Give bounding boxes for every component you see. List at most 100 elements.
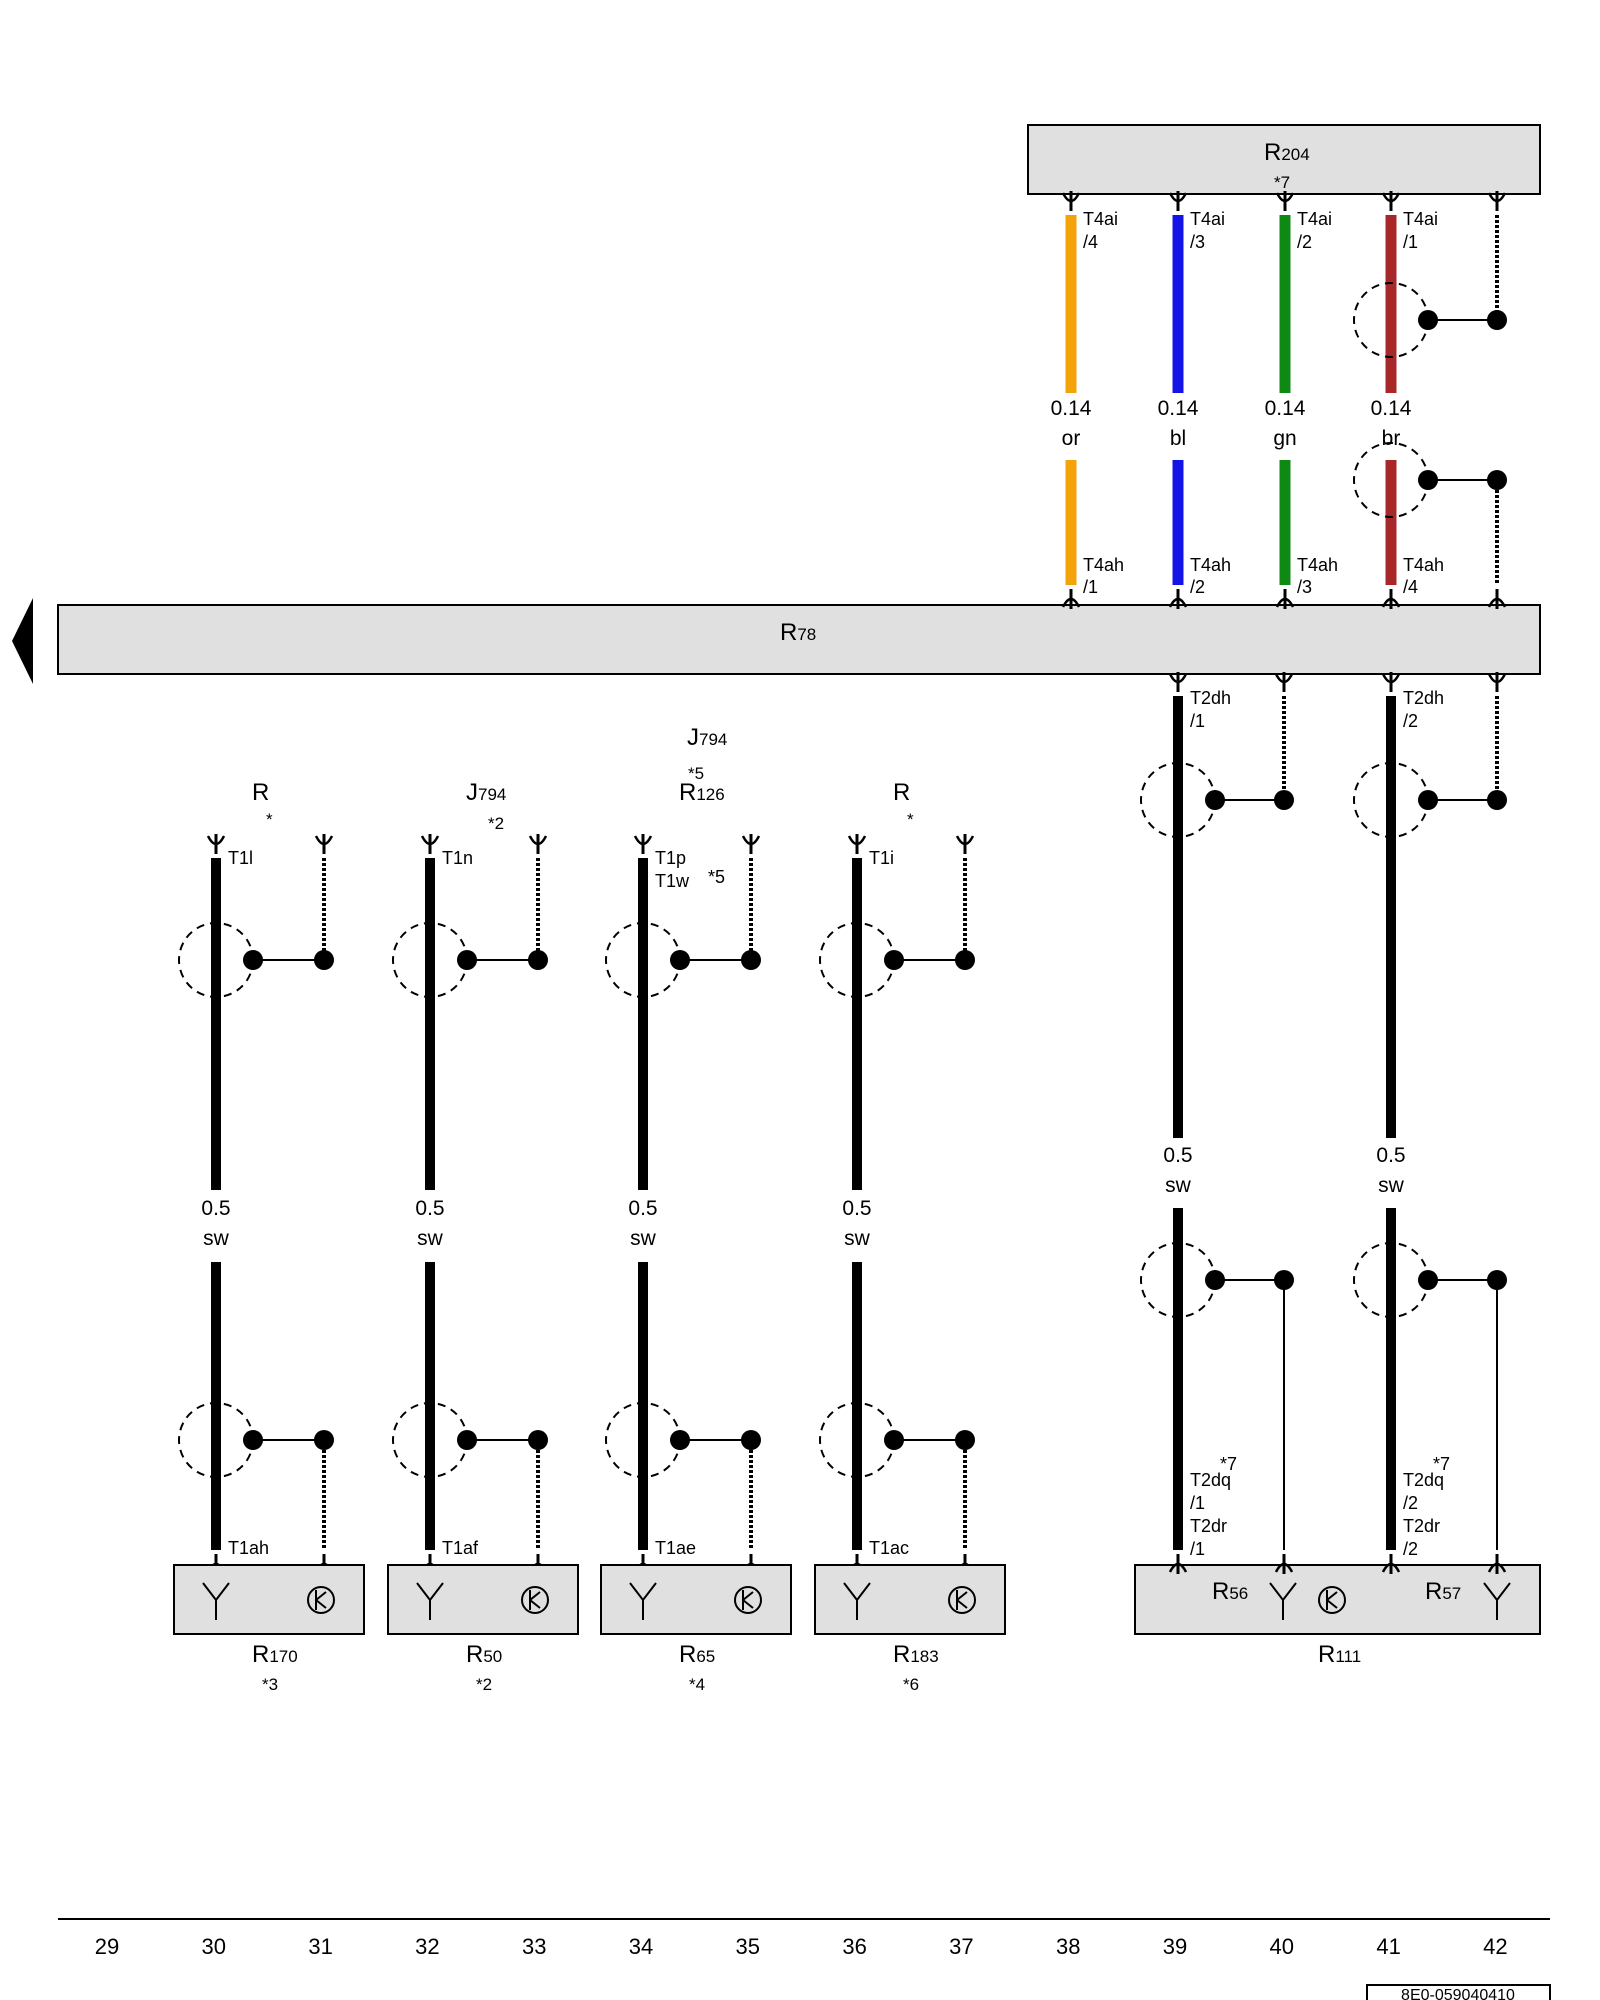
pin-label: T4ah (1297, 555, 1338, 575)
wire-color-code: sw (630, 1227, 657, 1250)
terminal-icon (1381, 672, 1401, 692)
component-r78-box[interactable] (57, 604, 1541, 675)
component-note: *4 (689, 1675, 705, 1694)
pin-label: T2dh (1190, 688, 1231, 708)
wire-color-code: sw (844, 1227, 871, 1250)
terminal-icon (1061, 589, 1081, 609)
amplifier-icon (1318, 1586, 1346, 1614)
terminal-icon (741, 834, 761, 854)
pin-label: T4ah (1083, 555, 1124, 575)
shield-dot (1205, 790, 1225, 810)
terminal-icon (1168, 191, 1188, 211)
axis-number: 34 (629, 1934, 653, 1959)
wire-color-code: gn (1273, 427, 1296, 450)
shield-dot (243, 1430, 263, 1450)
pin-label: T4ah (1190, 555, 1231, 575)
pin-number: /2 (1403, 1493, 1418, 1513)
pin-label: T4ah (1403, 555, 1444, 575)
pin-number: /1 (1190, 1493, 1205, 1513)
pin-label: T1w (655, 871, 690, 891)
circuit-top-sub: 794 (478, 785, 506, 804)
wire-gauge: 0.5 (415, 1197, 444, 1220)
wire-gauge: 0.5 (628, 1197, 657, 1220)
antenna-icon (1483, 1582, 1511, 1620)
axis-number: 30 (202, 1934, 226, 1959)
bottom-circuit-group: R*T1l0.5swT1ahR170*3J794*2T1n0.5swT1afR5… (173, 779, 1006, 1694)
component-label: R170 (252, 1641, 298, 1668)
pin-label: T4ai (1083, 209, 1118, 229)
terminal-icon (1487, 672, 1507, 692)
right-circuit-group: T2dh/10.5swT2dq*7/1T2dr/1T2dh/20.5swT2dq… (1140, 672, 1507, 1574)
pin-number: /3 (1297, 577, 1312, 597)
terminal-icon (955, 834, 975, 854)
amplifier-arrow (742, 1590, 754, 1610)
pin-label: T1ae (655, 1538, 696, 1558)
pin-label: T2dr (1190, 1516, 1227, 1536)
circuit-top-label: R126 (679, 779, 725, 806)
shield-icon (392, 922, 548, 998)
antenna-icon (843, 1582, 871, 1620)
pin-label: T1ah (228, 1538, 269, 1558)
wire-gauge: 0.14 (1158, 397, 1199, 420)
component-box (814, 1564, 1006, 1635)
pin-label: T1l (228, 848, 253, 868)
wire-gauge: 0.5 (1376, 1144, 1405, 1167)
circuit-top-label: J794 (466, 779, 506, 806)
circuit-top-note: * (266, 810, 273, 829)
amplifier-arrow (956, 1590, 968, 1610)
wire-color-code: br (1382, 427, 1401, 450)
shield-dot (528, 950, 548, 970)
shield-icon (1353, 1242, 1507, 1318)
shield-icon (605, 922, 761, 998)
shield-dot (1487, 790, 1507, 810)
continuation-arrow-icon[interactable] (12, 598, 33, 684)
shield-dot (457, 1430, 477, 1450)
component-r204-box[interactable] (1027, 124, 1541, 195)
axis-number: 37 (949, 1934, 973, 1959)
top-wire-group: T4ai/4T4ah/10.14orT4ai/3T4ah/20.14blT4ai… (1051, 191, 1507, 609)
antenna-icon (629, 1582, 657, 1620)
shield-dot (741, 950, 761, 970)
pin-note: *7 (1433, 1454, 1450, 1474)
shield-dot (314, 950, 334, 970)
pin-number: /2 (1190, 577, 1205, 597)
wire-gauge: 0.5 (1163, 1144, 1192, 1167)
axis-number: 41 (1376, 1934, 1400, 1959)
shield-dot (884, 950, 904, 970)
pin-label: T2dq (1190, 1470, 1231, 1490)
amplifier-icon (521, 1586, 549, 1614)
circuit-top-note: *2 (488, 814, 504, 833)
axis-number: 35 (736, 1934, 760, 1959)
component-label: R65 (679, 1641, 715, 1668)
terminal-icon (1274, 672, 1294, 692)
component-label: R50 (466, 1641, 502, 1668)
component-r56-label: R56 (1212, 1578, 1248, 1605)
shield-icon (178, 922, 334, 998)
pin-number: /4 (1083, 232, 1098, 252)
circuit-top-label: R (893, 779, 910, 806)
axis-number: 33 (522, 1934, 546, 1959)
shield-icon (1353, 442, 1507, 518)
component-r57-label: R57 (1425, 1578, 1461, 1605)
terminal-icon (314, 834, 334, 854)
terminal-icon (1168, 672, 1188, 692)
amplifier-icon (948, 1586, 976, 1614)
shield-icon (819, 922, 975, 998)
circuit-top-label: R (252, 779, 269, 806)
amplifier-arrow (529, 1590, 541, 1610)
circuit-top-sub: 126 (696, 785, 724, 804)
pin-note: *5 (708, 867, 725, 887)
wire-color-code: sw (203, 1227, 230, 1250)
shield-dot (1418, 790, 1438, 810)
shield-dot (457, 950, 477, 970)
wire-gauge: 0.5 (842, 1197, 871, 1220)
terminal-icon (528, 834, 548, 854)
terminal-icon (1381, 1554, 1401, 1574)
component-j794-label: J794 (687, 724, 727, 751)
component-r111-box[interactable] (1134, 1564, 1541, 1635)
